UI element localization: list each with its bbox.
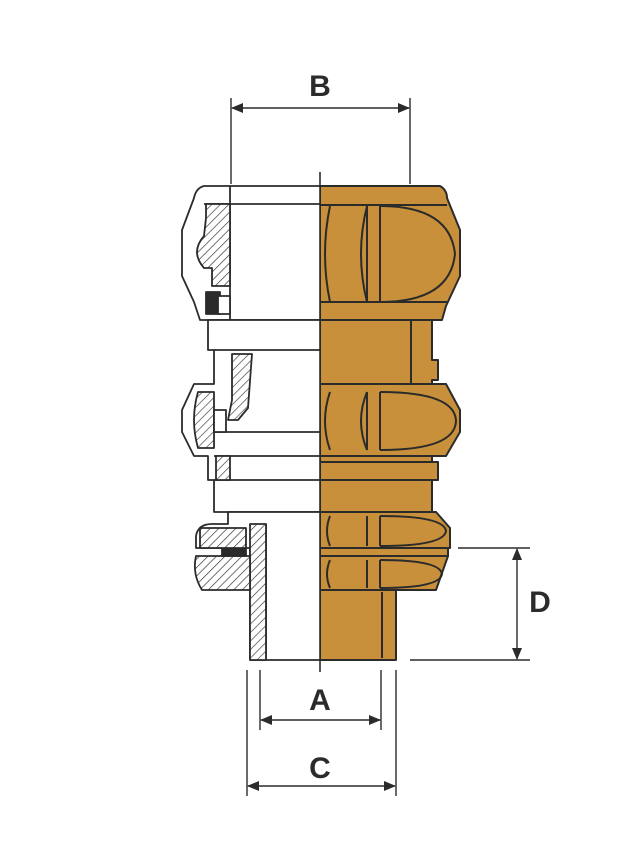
dimension-b bbox=[230, 98, 411, 184]
dimension-a bbox=[259, 670, 382, 730]
dome-cap-nut bbox=[319, 185, 461, 321]
mid-nut-facet-curve bbox=[379, 391, 457, 451]
dimension-d bbox=[410, 547, 530, 661]
dimension-c bbox=[246, 670, 397, 796]
lower-nut-facet bbox=[379, 559, 443, 589]
lock-nut-facet bbox=[379, 515, 447, 547]
cap-nut-facet-curve bbox=[379, 205, 456, 303]
cap-hatched-wall bbox=[196, 203, 231, 287]
lower-nut-facet bbox=[326, 559, 331, 589]
dim-c-label: C bbox=[309, 752, 331, 785]
section-locknut bbox=[193, 555, 251, 591]
sealing-washer bbox=[319, 547, 449, 557]
entry-thread bbox=[319, 589, 397, 661]
dim-b-label: B bbox=[309, 70, 331, 103]
section-seal-gap bbox=[217, 295, 231, 315]
cap-nut-facet-curve bbox=[324, 205, 331, 303]
mid-nut-facet-curve bbox=[324, 391, 331, 451]
section-mid-wall bbox=[193, 391, 215, 449]
section-entry-wall bbox=[249, 523, 267, 661]
lower-nut bbox=[319, 555, 449, 591]
dim-d-label: D bbox=[529, 586, 551, 619]
section-clamp-cone bbox=[227, 353, 253, 421]
section-lower-wall bbox=[215, 455, 231, 481]
dim-a-label: A bbox=[309, 684, 331, 717]
gland-exterior-half bbox=[319, 185, 461, 661]
section-locknut-upper bbox=[199, 527, 247, 549]
cap-nut-facet-curve bbox=[360, 205, 368, 303]
section-washer bbox=[221, 547, 247, 557]
lower-body bbox=[319, 455, 439, 513]
gland-section-half bbox=[181, 185, 320, 661]
mid-nut-facet-curve bbox=[360, 391, 368, 451]
middle-body bbox=[319, 319, 439, 385]
middle-hex-nut bbox=[319, 383, 461, 457]
lock-nut-facet bbox=[326, 515, 331, 547]
section-mid-gap bbox=[213, 409, 227, 433]
